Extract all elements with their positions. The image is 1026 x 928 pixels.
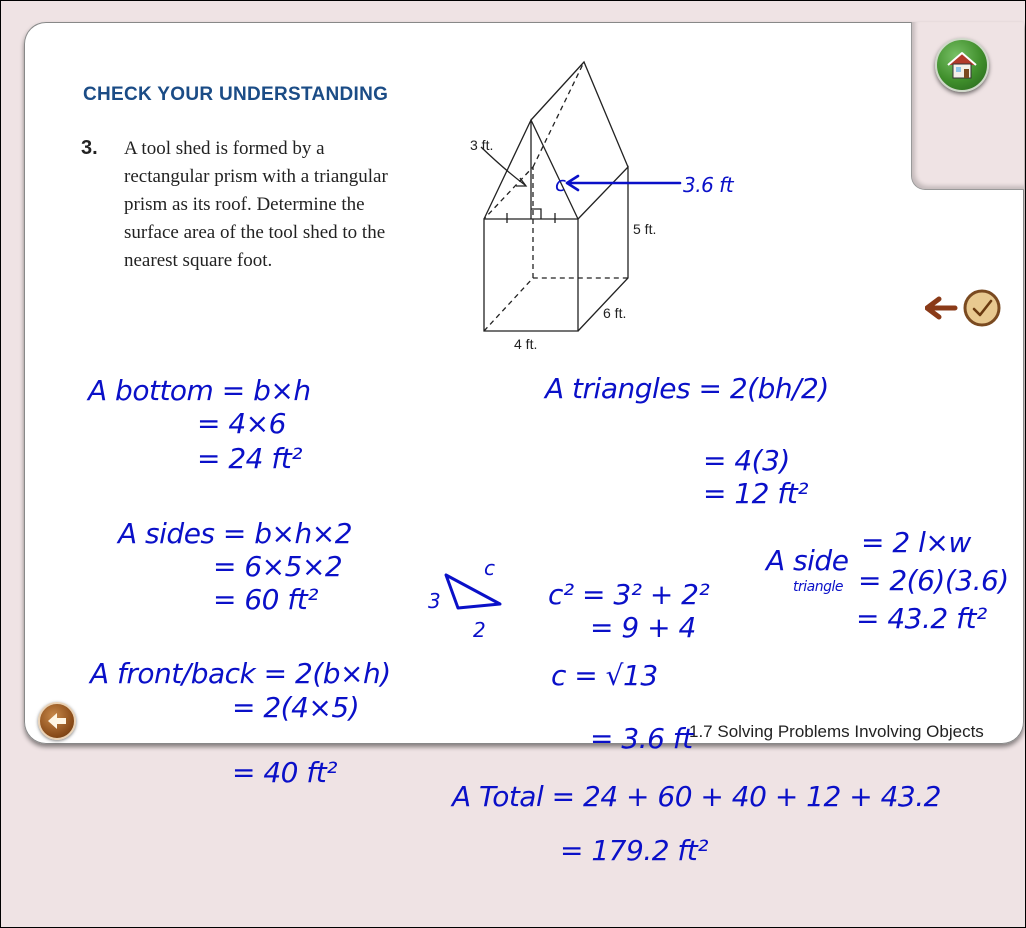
- section-footer: 1.7 Solving Problems Involving Objects: [689, 722, 984, 741]
- slant-c-letter: c: [555, 172, 566, 196]
- slant-value: 3.6 ft: [683, 173, 735, 197]
- roof-ridge: [530, 60, 629, 168]
- label-depth: 6 ft.: [603, 305, 626, 321]
- pythagoras-line-3: c = √13: [551, 659, 658, 692]
- bottom-line-3: = 24 ft²: [197, 442, 302, 475]
- pythagoras-line-2: = 9 + 4: [590, 611, 696, 644]
- textbook-page: CHECK YOUR UNDERSTANDING 3. A tool shed …: [24, 22, 1024, 744]
- sketch-label-3: 3: [428, 589, 440, 613]
- sides-work: A sides = b×h×2 = 6×5×2 = 60 ft²: [116, 517, 353, 616]
- hidden-roof-edge: [532, 61, 585, 168]
- shed-diagram: [480, 60, 629, 332]
- shed-front-face: [483, 218, 579, 332]
- front-back-work: A front/back = 2(b×h) = 2(4×5) = 40 ft²: [88, 657, 391, 789]
- triangles-work: A triangles = 2(bh/2) = 4(3) = 12 ft²: [543, 372, 829, 510]
- pointer-arrowhead: [516, 177, 528, 187]
- question-text: A tool shed is formed by a rectangular p…: [124, 138, 388, 271]
- sketch-label-2: 2: [473, 618, 485, 642]
- check-answer-button[interactable]: [924, 286, 1021, 330]
- question-number: 3.: [81, 137, 98, 159]
- pythagoras-line-4: = 3.6 ft: [590, 722, 694, 755]
- bottom-line-1: A bottom = b×h: [86, 374, 311, 407]
- side-triangle-label-1: A side: [764, 544, 848, 577]
- sides-line-1: A sides = b×h×2: [116, 517, 352, 550]
- side-triangle-line-3: = 43.2 ft²: [856, 602, 987, 635]
- pythagoras-work: c² = 3² + 2² = 9 + 4 c = √13 = 3.6 ft: [548, 578, 710, 755]
- front-back-line-3: = 40 ft²: [232, 756, 337, 789]
- slant-annotation: c 3.6 ft: [555, 172, 735, 197]
- front-back-line-2: = 2(4×5): [232, 691, 359, 724]
- front-back-line-1: A front/back = 2(b×h): [88, 657, 391, 690]
- bottom-work: A bottom = b×h = 4×6 = 24 ft²: [86, 374, 311, 475]
- arrow-left-icon: [48, 713, 66, 729]
- pythagoras-line-1: c² = 3² + 2²: [548, 578, 709, 611]
- total-line-1: A Total = 24 + 60 + 40 + 12 + 43.2: [450, 780, 941, 813]
- label-width: 4 ft.: [514, 336, 537, 352]
- triangle-sketch: c 3 2: [428, 556, 502, 642]
- sides-line-3: = 60 ft²: [213, 583, 318, 616]
- side-triangle-line-2: = 2(6)(3.6): [858, 564, 1009, 597]
- side-triangle-line-1: = 2 l×w: [861, 526, 971, 559]
- previous-page-button[interactable]: [38, 702, 76, 740]
- pointer-arrow: [480, 146, 526, 186]
- side-triangle-label-2: triangle: [793, 579, 843, 595]
- sketch-label-c: c: [484, 556, 495, 580]
- sketch-triangle-shape: [444, 573, 502, 610]
- hidden-back-edge: [483, 165, 534, 278]
- shed-side-face: [577, 165, 629, 332]
- equal-tick-marks: [506, 213, 556, 223]
- triangles-line-2: = 4(3): [703, 444, 790, 477]
- side-triangle-work: A side triangle = 2 l×w = 2(6)(3.6) = 43…: [764, 526, 1009, 635]
- triangles-line-3: = 12 ft²: [703, 477, 808, 510]
- bottom-line-2: = 4×6: [197, 407, 286, 440]
- home-button[interactable]: [935, 38, 989, 92]
- sides-line-2: = 6×5×2: [213, 550, 342, 583]
- section-heading: CHECK YOUR UNDERSTANDING: [83, 84, 389, 105]
- home-icon: [947, 52, 977, 79]
- triangles-line-1: A triangles = 2(bh/2): [543, 372, 829, 405]
- total-work: A Total = 24 + 60 + 40 + 12 + 43.2 = 179…: [450, 780, 941, 867]
- label-height: 5 ft.: [633, 221, 656, 237]
- label-roof-height: 3 ft.: [470, 137, 493, 153]
- total-line-2: = 179.2 ft²: [560, 834, 708, 867]
- check-answer-icon: [924, 289, 1001, 327]
- right-angle-mark: [531, 208, 542, 219]
